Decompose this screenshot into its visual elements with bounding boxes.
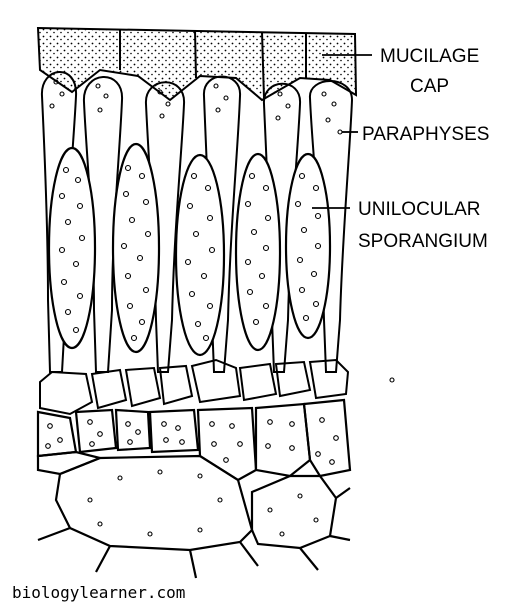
label-paraphyses: PARAPHYSES	[362, 124, 489, 145]
cortex-cell	[114, 408, 152, 452]
watermark: biologylearner.com	[12, 583, 185, 602]
label-unilocular: UNILOCULAR	[358, 199, 480, 220]
medulla-cell	[250, 474, 338, 550]
medulla-cell	[36, 450, 104, 476]
unilocular-sporangium	[234, 152, 282, 352]
basal-cell	[158, 364, 194, 406]
label-cap: CAP	[410, 76, 449, 97]
basal-cell	[238, 362, 278, 402]
cortex-cell	[254, 402, 312, 478]
cortex-cell	[302, 398, 352, 478]
basal-cell	[274, 360, 312, 398]
label-sporangium: SPORANGIUM	[358, 231, 488, 252]
basal-cell	[308, 358, 350, 400]
spores	[49, 79, 343, 342]
cortex-cells	[36, 398, 352, 579]
basal-cells	[39, 358, 350, 416]
medulla-cell	[54, 454, 254, 552]
unilocular-sporangium	[284, 152, 332, 340]
unilocular-sporangium	[47, 146, 97, 350]
cortex-cell	[36, 410, 78, 458]
unilocular-sporangium	[111, 142, 161, 354]
basal-cell	[124, 366, 162, 408]
basal-cell	[190, 358, 242, 404]
label-mucilage: MUCILAGE	[380, 46, 479, 67]
cortex-cell	[74, 408, 118, 454]
cortex-cell	[196, 406, 258, 482]
basal-cell	[90, 368, 128, 410]
cortex-granules	[45, 377, 395, 537]
basal-cell	[39, 370, 94, 416]
cortex-cell	[148, 408, 200, 454]
leader-lines	[312, 54, 372, 209]
